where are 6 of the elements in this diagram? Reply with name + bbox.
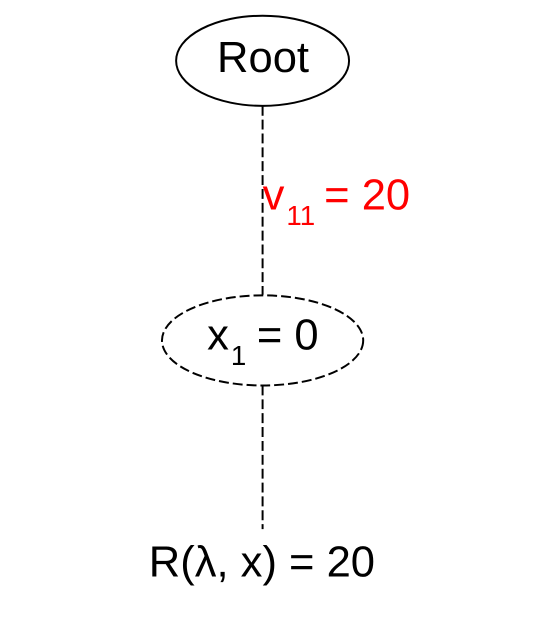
node-ellipse: Root xyxy=(175,14,350,107)
node-ellipse: x$_{1}$ = 0 xyxy=(160,294,364,386)
node-text: R(λ, x) = 20 xyxy=(148,538,376,586)
connector xyxy=(262,106,264,295)
connector xyxy=(262,386,264,530)
edge-label: v$_{11}$ = 20 xyxy=(262,172,410,232)
